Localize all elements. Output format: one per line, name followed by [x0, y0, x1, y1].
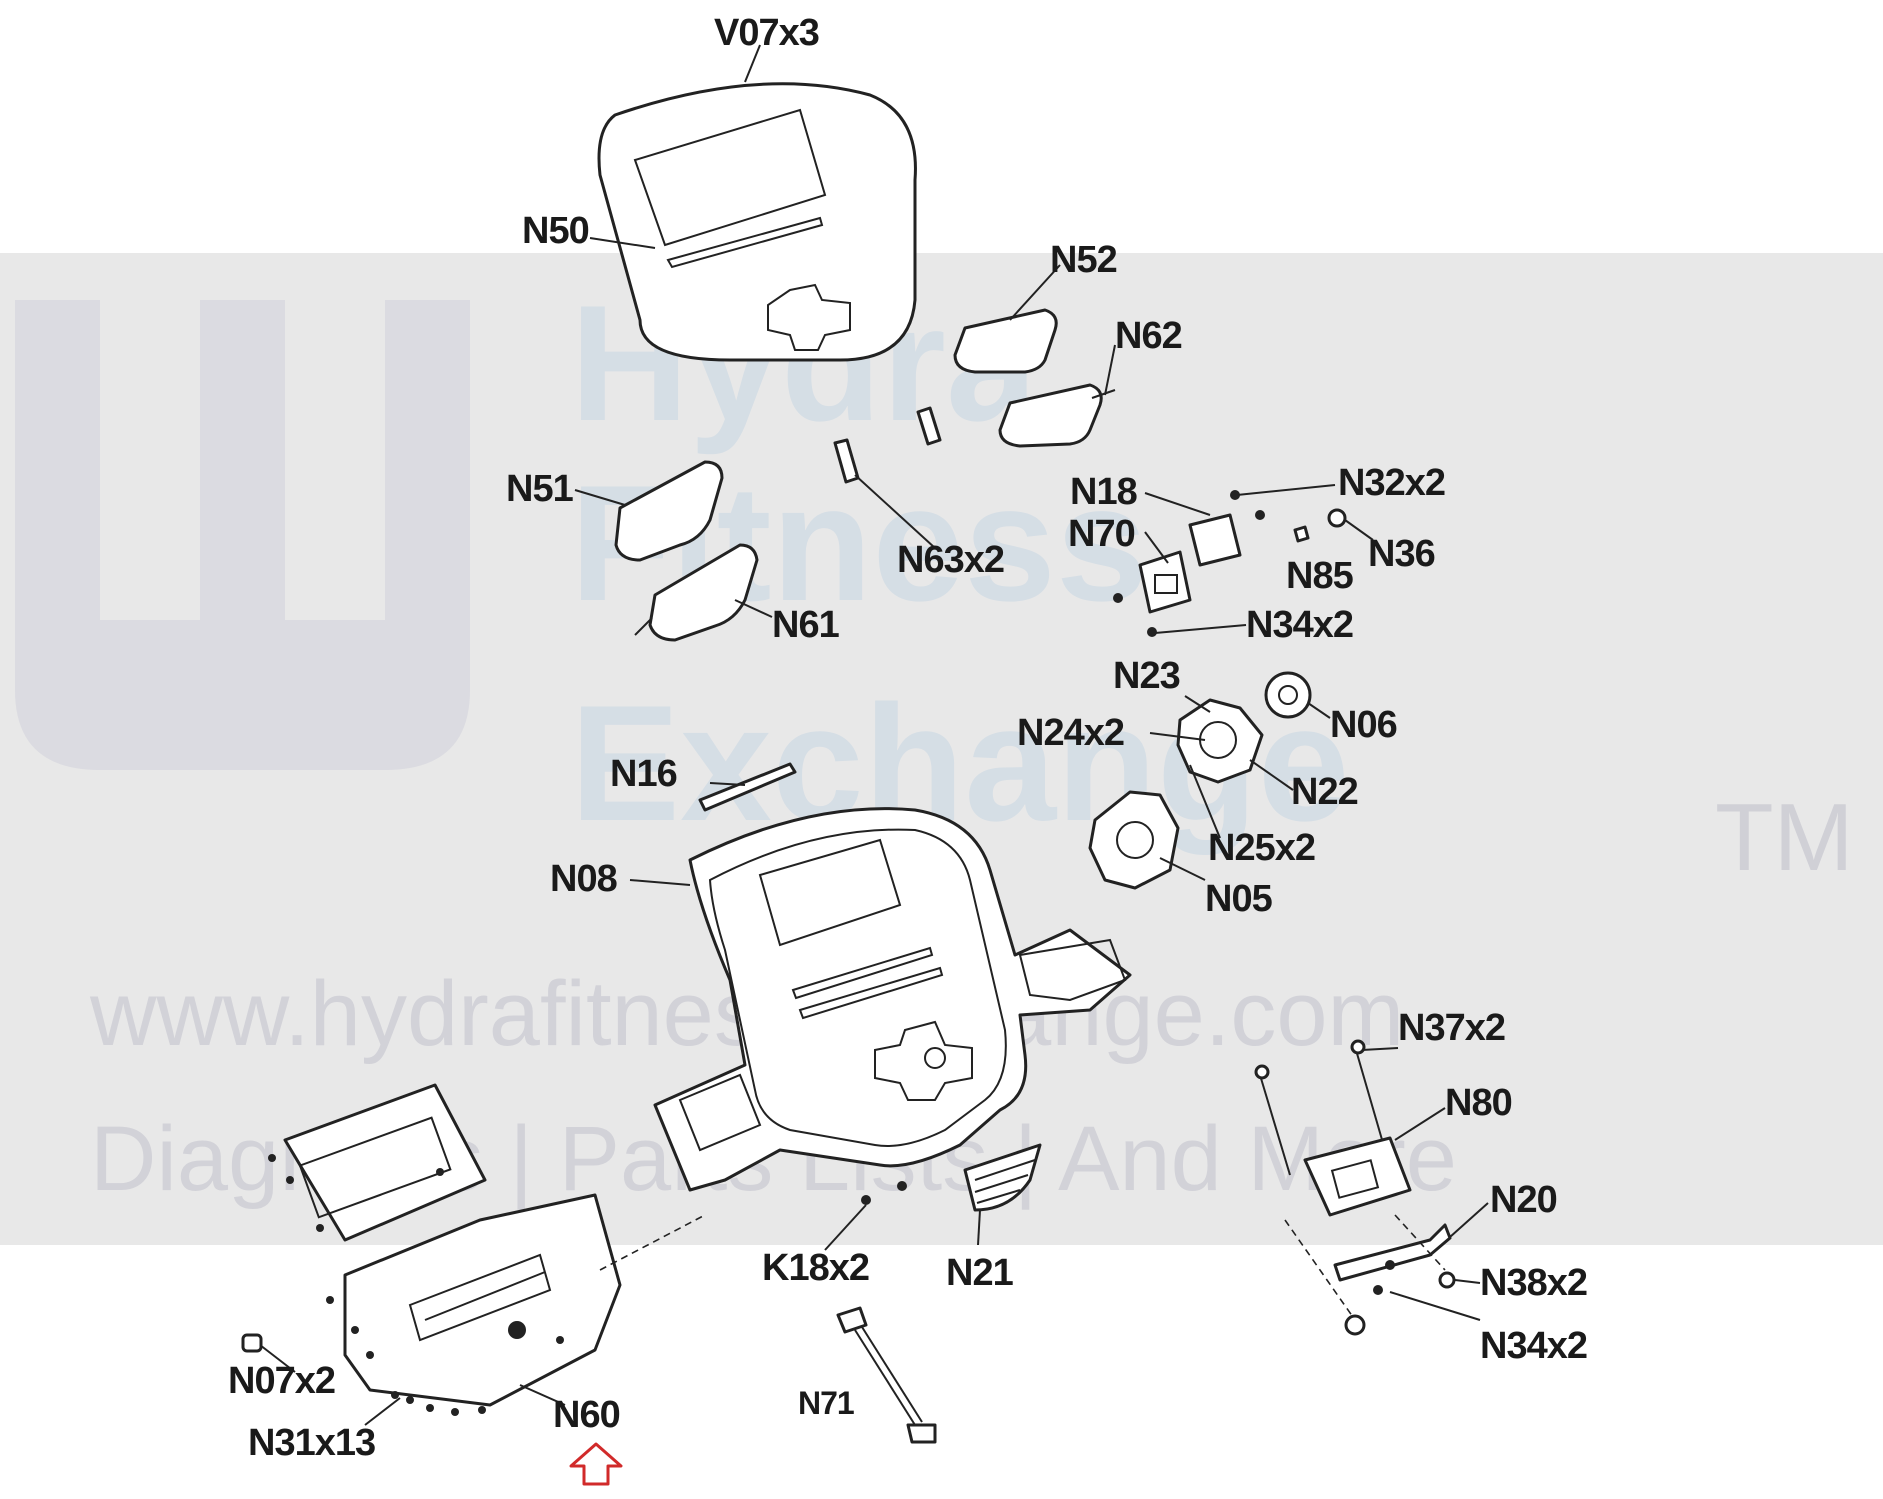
- part-n18-n70-bracket: [1113, 490, 1347, 637]
- watermark-trademark: TM: [1715, 784, 1854, 891]
- part-n21-grille: [963, 1143, 1042, 1212]
- leader-lines: [259, 237, 1489, 1426]
- callout-n50: N50: [522, 210, 589, 252]
- callout-n34x2-bottom: N34x2: [1480, 1325, 1587, 1367]
- callout-k18x2: K18x2: [762, 1247, 869, 1289]
- part-n71-cable: [836, 1306, 937, 1444]
- callout-v07x3: V07x3: [714, 12, 819, 54]
- callout-n71: N71: [798, 1385, 854, 1421]
- callout-n08: N08: [550, 858, 617, 900]
- part-n08-console: [653, 807, 1132, 1192]
- callout-n80: N80: [1445, 1082, 1512, 1124]
- callout-n06: N06: [1330, 704, 1397, 746]
- callout-n63x2: N63x2: [897, 539, 1004, 581]
- part-k18-screw-2: [897, 1181, 907, 1191]
- callout-n20: N20: [1490, 1179, 1557, 1221]
- callout-n52: N52: [1050, 239, 1117, 281]
- callout-n32x2: N32x2: [1338, 462, 1445, 504]
- part-n61: [634, 543, 759, 642]
- callout-n21: N21: [946, 1252, 1014, 1294]
- part-n52: [953, 308, 1058, 374]
- callout-n38x2: N38x2: [1480, 1262, 1587, 1304]
- callout-n18: N18: [1070, 471, 1137, 513]
- part-n63-connectors: [833, 406, 942, 484]
- part-n16: [698, 762, 797, 812]
- callout-n51: N51: [506, 468, 574, 510]
- callout-n85: N85: [1286, 555, 1354, 597]
- callout-n25x2: N25x2: [1208, 827, 1315, 869]
- part-k18-screw-1: [861, 1195, 871, 1205]
- callout-n22: N22: [1291, 771, 1358, 813]
- callout-n34x2-top: N34x2: [1246, 604, 1353, 646]
- callout-labels: V07x3 N50 N52 N62 N51 N63x2 N18 N32x2 N7…: [228, 12, 1588, 1464]
- callout-n23: N23: [1113, 655, 1180, 697]
- watermark-logo-icon: [15, 300, 470, 770]
- part-n51: [614, 460, 724, 562]
- part-n80-assembly: [1254, 1039, 1456, 1336]
- callout-n37x2: N37x2: [1398, 1007, 1505, 1049]
- callout-n62: N62: [1115, 315, 1182, 357]
- parts: [241, 44, 1456, 1444]
- callout-n36: N36: [1368, 533, 1435, 575]
- part-n62: [998, 383, 1116, 448]
- callout-n70: N70: [1068, 513, 1135, 555]
- up-arrow-outline-icon: [569, 1442, 623, 1486]
- callout-n16: N16: [610, 753, 677, 795]
- callout-n31x13: N31x13: [248, 1422, 375, 1464]
- part-n60-board: [241, 1083, 622, 1416]
- callout-n61: N61: [772, 604, 840, 646]
- part-n05-knob: [1088, 790, 1180, 890]
- callout-n05: N05: [1205, 878, 1273, 920]
- part-n50-overlay: [597, 44, 917, 362]
- n60-connection-dashed: [599, 1214, 706, 1271]
- part-n22-n23-spider: [1176, 671, 1312, 784]
- callout-n24x2: N24x2: [1017, 712, 1124, 754]
- callout-n60: N60: [553, 1394, 620, 1436]
- callout-n07x2: N07x2: [228, 1360, 335, 1402]
